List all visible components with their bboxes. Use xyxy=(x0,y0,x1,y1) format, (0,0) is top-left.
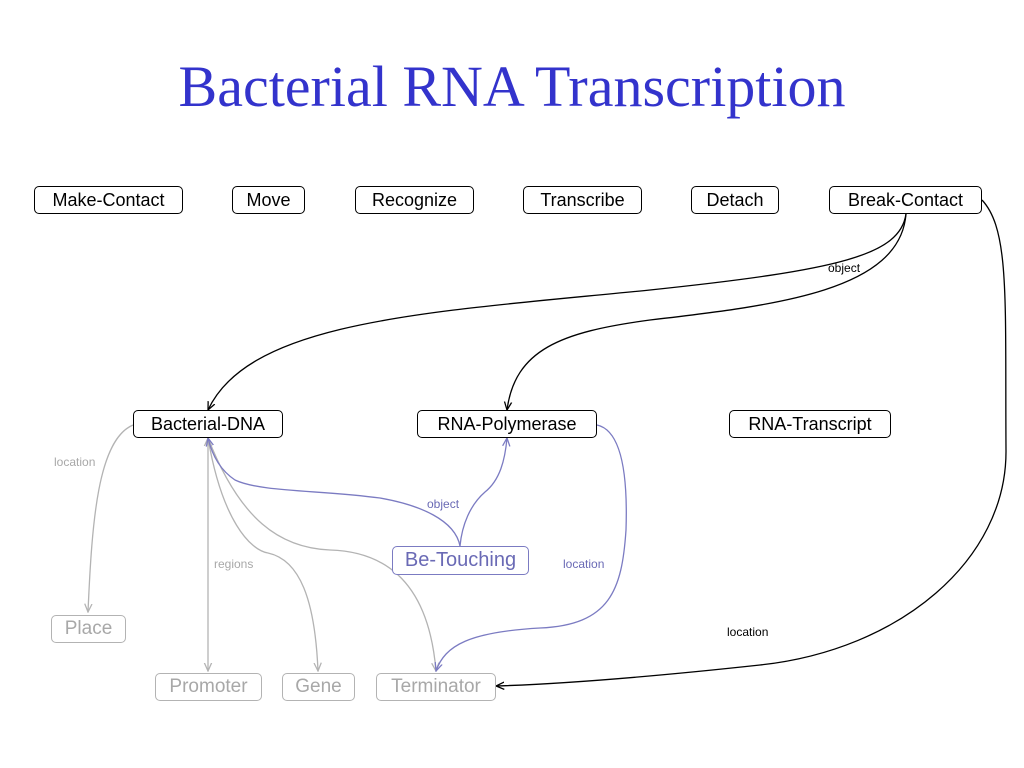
page-title: Bacterial RNA Transcription xyxy=(178,54,846,119)
edge-dna-regions-gene xyxy=(207,437,318,671)
node-bacterial-dna[interactable]: Bacterial-DNA xyxy=(133,410,283,438)
node-move[interactable]: Move xyxy=(232,186,305,214)
edge-betouching-object-polymerase xyxy=(459,438,507,547)
edge-breakcontact-object-dna xyxy=(208,213,907,410)
label-be-touching-object: object xyxy=(427,497,460,511)
node-rna-polymerase[interactable]: RNA-Polymerase xyxy=(417,410,597,438)
node-terminator[interactable]: Terminator xyxy=(376,673,496,701)
node-gene[interactable]: Gene xyxy=(282,673,355,701)
edge-breakcontact-location-terminator xyxy=(496,199,1007,686)
edge-polymerase-location-terminator xyxy=(436,424,627,671)
node-place[interactable]: Place xyxy=(51,615,126,643)
label-dna-location: location xyxy=(54,455,95,469)
edge-betouching-object-dna xyxy=(208,438,461,547)
node-be-touching[interactable]: Be-Touching xyxy=(392,546,529,575)
label-be-touching-location: location xyxy=(563,557,604,571)
node-detach[interactable]: Detach xyxy=(691,186,779,214)
edge-dna-location-place xyxy=(88,424,134,612)
node-recognize[interactable]: Recognize xyxy=(355,186,474,214)
node-transcribe[interactable]: Transcribe xyxy=(523,186,642,214)
edge-dna-regions-terminator xyxy=(207,437,436,671)
label-break-contact-object: object xyxy=(828,261,861,275)
node-promoter[interactable]: Promoter xyxy=(155,673,262,701)
edge-breakcontact-object-polymerase xyxy=(507,213,907,410)
node-break-contact[interactable]: Break-Contact xyxy=(829,186,982,214)
node-make-contact[interactable]: Make-Contact xyxy=(34,186,183,214)
label-break-contact-location: location xyxy=(727,625,768,639)
label-dna-regions: regions xyxy=(214,557,253,571)
node-rna-transcript[interactable]: RNA-Transcript xyxy=(729,410,891,438)
